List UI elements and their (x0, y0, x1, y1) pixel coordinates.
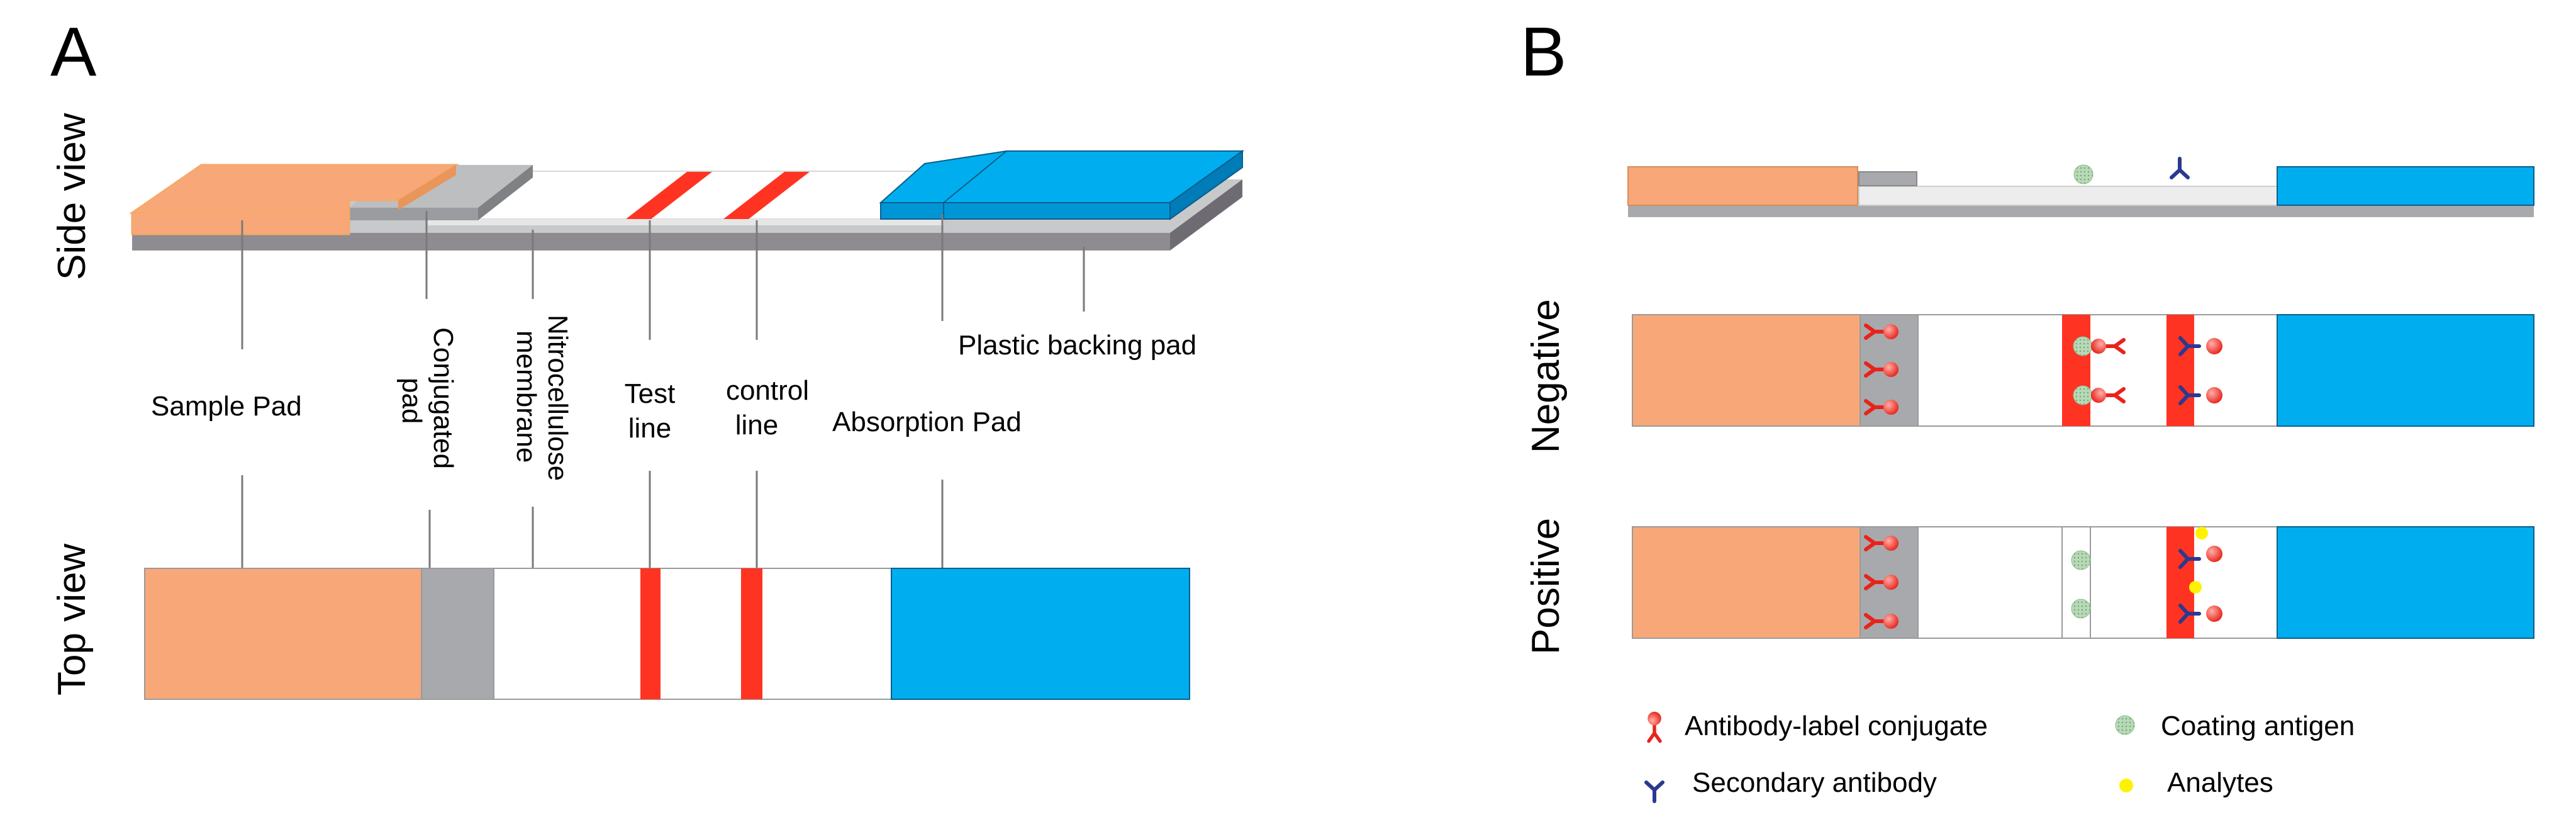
sample-pad-label: Sample Pad (151, 391, 302, 422)
legend-conjugate-icon (1648, 712, 1661, 741)
legend-conjugate-label: Antibody-label conjugate (1685, 711, 1988, 741)
neg-absorption-pad (2277, 314, 2534, 427)
negative-label: Negative (1524, 299, 1568, 453)
control-line-label-1: control (726, 375, 809, 406)
b-side-sample-pad (1627, 166, 1858, 206)
b-side-secondary-antibody (2172, 159, 2188, 177)
legend-secondary-antibody-label: Secondary antibody (1692, 767, 1937, 798)
absorption-pad-ridge (943, 150, 1007, 203)
side-view-label: Side view (50, 113, 94, 280)
nitrocellulose-label-2: membrane (511, 330, 542, 463)
positive-label: Positive (1524, 518, 1568, 655)
panel-a-letter: A (50, 13, 97, 91)
panel-b-letter: B (1520, 13, 1566, 91)
leader-lines-upper (241, 211, 1085, 349)
legend-coating-antigen-icon (2115, 715, 2135, 735)
top-view-label: Top view (50, 544, 94, 695)
legend: Antibody-label conjugate Secondary antib… (1646, 711, 2355, 801)
neg-ctrl-ball-2 (2206, 387, 2222, 403)
top-conjugate-pad (421, 568, 494, 700)
pos-analyte-1 (2195, 527, 2208, 539)
control-line-side (723, 172, 810, 219)
neg-sample-pad (1632, 314, 1861, 427)
absorption-pad-label: Absorption Pad (832, 407, 1022, 437)
legend-coating-antigen-label: Coating antigen (2161, 711, 2355, 741)
conjugated-pad-label-2: pad (396, 378, 427, 424)
conjugate-pad-front (349, 208, 478, 220)
plastic-backing-pad-label: Plastic backing pad (958, 330, 1196, 361)
pos-membrane (1917, 526, 2278, 639)
backing-front-face (132, 233, 1170, 251)
absorption-pad-front (880, 202, 944, 220)
neg-test-antigen-1 (2073, 336, 2093, 356)
conjugated-pad-label-1: Conjugated (428, 327, 459, 469)
negative-strip (1632, 314, 2534, 427)
side-view-strip (129, 150, 1245, 251)
b-side-antigen (2073, 164, 2094, 184)
positive-strip (1632, 526, 2534, 639)
top-control-line (741, 568, 762, 699)
control-line-label-2: line (735, 410, 779, 441)
nitrocellulose-label-1: Nitrocellulose (542, 315, 573, 481)
panel-b-side-strip (1627, 159, 2534, 217)
absorption-pad-front-2 (943, 202, 1171, 220)
neg-control-line (2166, 315, 2194, 426)
pos-test-antigen-2 (2071, 599, 2091, 619)
pos-sample-pad (1632, 526, 1861, 639)
neg-test-antigen-2 (2073, 385, 2093, 405)
pos-absorption-pad (2277, 526, 2534, 639)
legend-secondary-antibody-icon (1646, 782, 1663, 801)
pos-ctrl-ball-2 (2206, 605, 2222, 622)
b-side-backing (1628, 205, 2534, 217)
legend-analytes-label: Analytes (2167, 767, 2273, 798)
absorption-pad-side (1169, 150, 1243, 220)
sample-pad-side (398, 165, 456, 210)
top-absorption-pad (891, 568, 1190, 700)
pos-test-antigen-1 (2071, 550, 2091, 570)
neg-ctrl-ball-1 (2206, 338, 2222, 354)
test-line-side (626, 172, 712, 219)
sample-pad-front (131, 211, 350, 235)
pos-test-line (2061, 526, 2091, 639)
b-side-absorption-pad (2277, 166, 2534, 206)
b-side-membrane (1858, 186, 2278, 206)
test-line-label-2: line (628, 413, 672, 444)
top-sample-pad (144, 568, 422, 700)
top-test-line (640, 568, 661, 699)
pos-ctrl-ball-1 (2206, 546, 2222, 562)
test-line-label-1: Test (625, 378, 676, 409)
top-membrane (493, 568, 892, 700)
top-view-strip (144, 568, 1190, 700)
neg-membrane (1917, 314, 2278, 427)
conjugate-pad-side (478, 165, 533, 220)
neg-test-line (2062, 315, 2090, 426)
legend-analyte-icon (2119, 779, 2133, 792)
pos-analyte-2 (2189, 581, 2202, 594)
b-side-conjugate-pad (1858, 171, 1917, 186)
backing-side-face (1170, 179, 1242, 251)
membrane-front (428, 219, 944, 225)
